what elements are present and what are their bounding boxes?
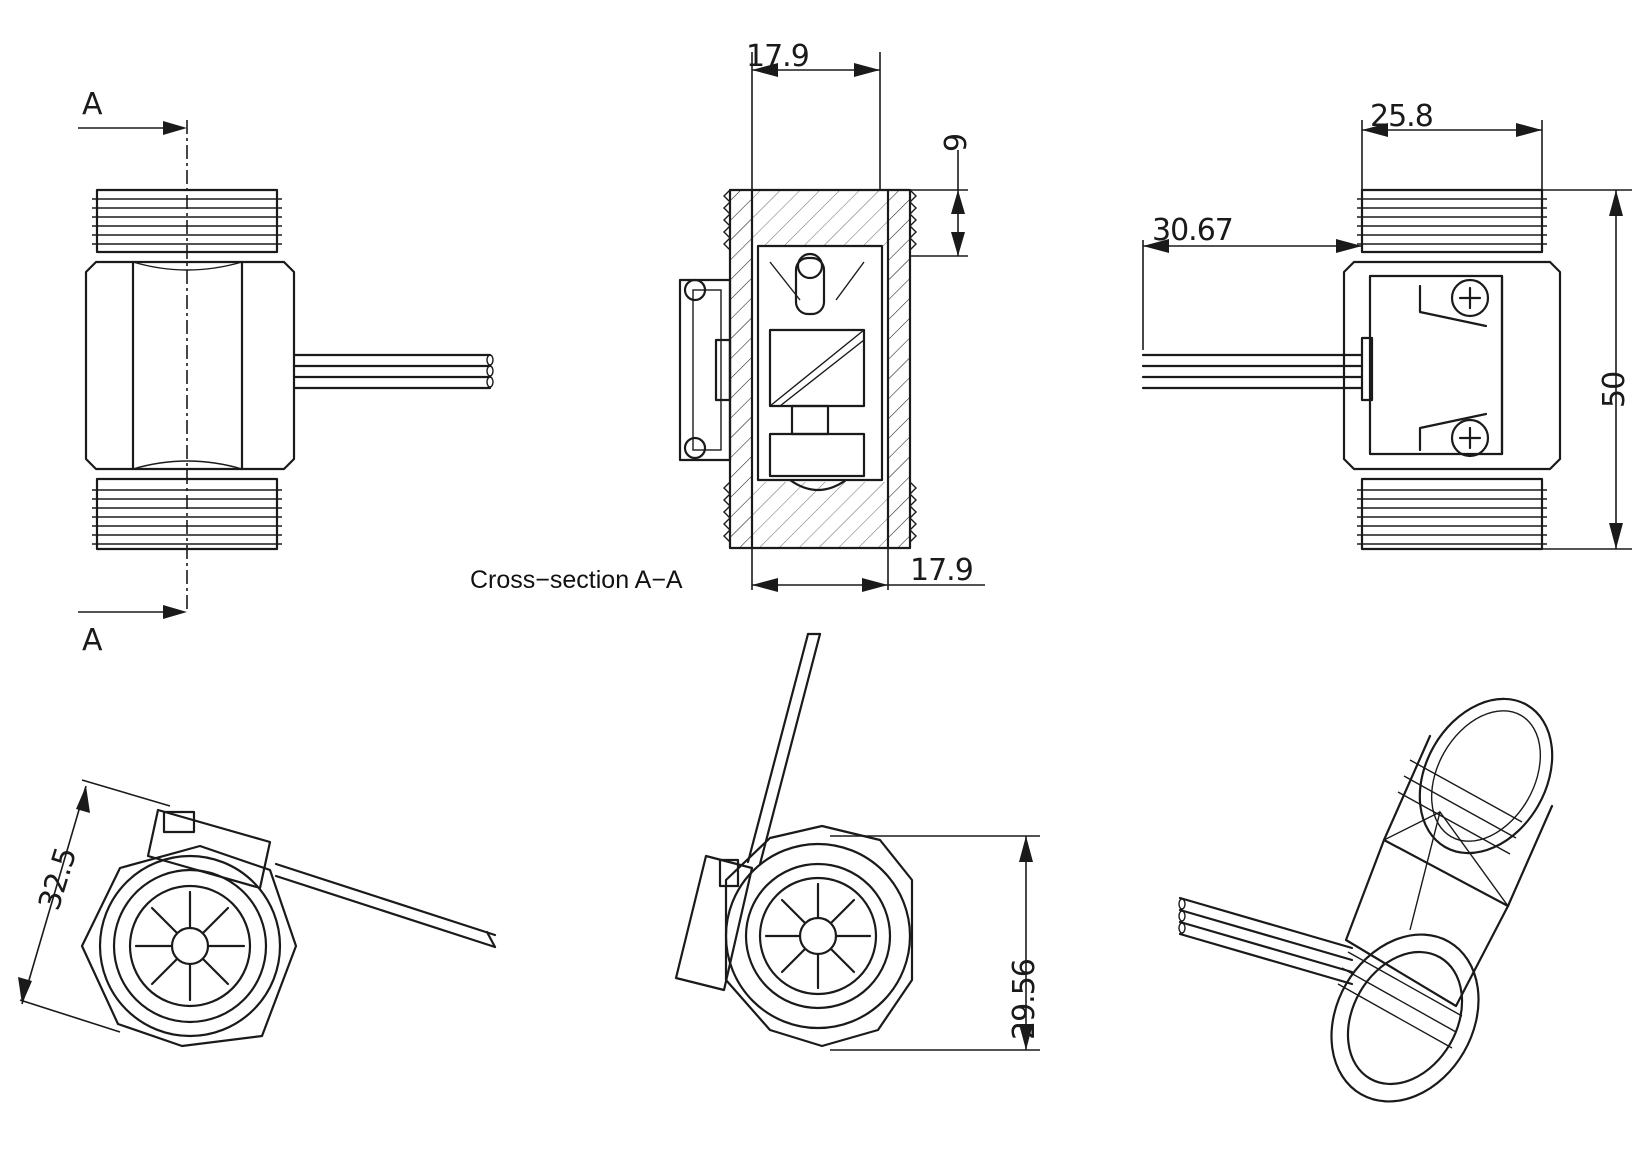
mounting-screw-top [1418, 278, 1490, 328]
sensor-cable [292, 353, 494, 390]
dim-rear-width: 25.8 [1361, 99, 1543, 190]
dim-iso-mid-height: 29.56 [830, 835, 1042, 1051]
dim-iso-left-height-label: 32.5 [32, 844, 84, 914]
dim-cable-offset-label: 30.67 [1152, 213, 1233, 248]
hex-body [84, 260, 296, 471]
hall-sensor-housing [678, 278, 732, 462]
rear-cable [1141, 336, 1374, 402]
impeller-blades-middle [764, 882, 872, 990]
rear-bottom-thread [1357, 477, 1547, 551]
section-marker-bottom: A [82, 623, 103, 658]
dim-cable-offset: 30.67 [1142, 213, 1362, 350]
dim-overall-height: 50 [1542, 189, 1632, 550]
dim-top-width-label: 17.9 [746, 39, 809, 74]
dim-overall-height-label: 50 [1597, 372, 1632, 408]
side-elevation-view: A A [78, 87, 494, 658]
dim-top-width: 17.9 [746, 39, 881, 190]
dim-iso-mid-height-label: 29.56 [1007, 959, 1042, 1040]
impeller-section [768, 252, 866, 491]
section-marker-top: A [82, 87, 103, 122]
impeller-blades-left [134, 890, 246, 1002]
dim-bottom-width-label: 17.9 [910, 553, 973, 588]
section-arrow-top: A [78, 87, 187, 135]
cross-section-view: 17.9 9 17.9 Cross−section A−A [470, 39, 985, 594]
rear-top-thread [1357, 188, 1547, 254]
section-arrow-bottom: A [78, 605, 187, 658]
dim-thread-height-label: 9 [939, 134, 974, 152]
dim-thread-height: 9 [910, 134, 974, 257]
dim-rear-width-label: 25.8 [1370, 99, 1433, 134]
isometric-cable [1178, 896, 1354, 986]
dim-bottom-width: 17.9 [751, 548, 985, 592]
iso-end-view-middle: 29.56 [674, 632, 1042, 1051]
isometric-body-view [1178, 697, 1554, 1103]
dim-iso-left-height: 32.5 [18, 779, 171, 1033]
rear-elevation-view: 25.8 30.67 50 [1141, 99, 1632, 551]
mounting-screw-bottom [1418, 412, 1490, 458]
section-caption: Cross−section A−A [470, 566, 683, 594]
iso-end-view-left: 32.5 [18, 779, 497, 1048]
rear-hex-body [1342, 260, 1562, 471]
